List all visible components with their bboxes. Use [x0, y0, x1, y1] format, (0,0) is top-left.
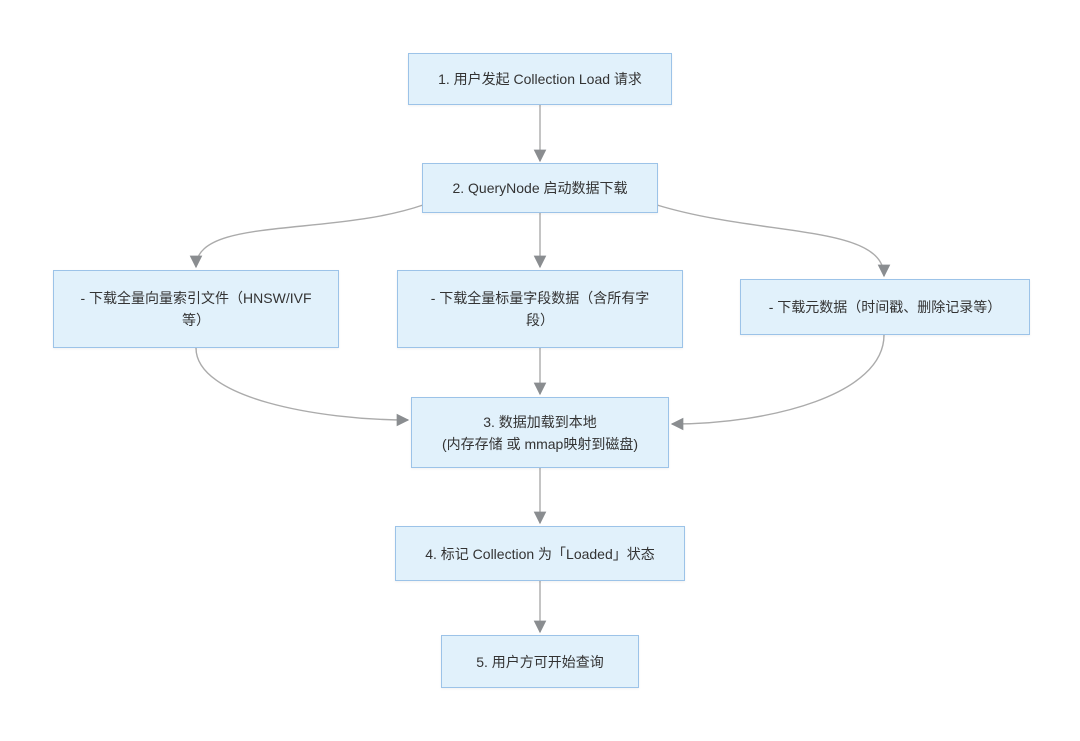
node-download-scalar-fields: - 下载全量标量字段数据（含所有字 段）	[397, 270, 683, 348]
node-step5-start-query: 5. 用户方可开始查询	[441, 635, 639, 688]
node-download-vector-index: - 下载全量向量索引文件（HNSW/IVF 等）	[53, 270, 339, 348]
edge-download-metadata-step3	[670, 334, 885, 431]
node-step4-label: 4. 标记 Collection 为「Loaded」状态	[425, 545, 655, 562]
node-step1-label: 1. 用户发起 Collection Load 请求	[438, 71, 642, 87]
node-step5-label: 5. 用户方可开始查询	[476, 653, 604, 670]
node-step3-label: 3. 数据加载到本地 (内存存储 或 mmap映射到磁盘)	[442, 413, 638, 452]
node-step2-label: 2. QueryNode 启动数据下载	[452, 180, 628, 196]
node-download-metadata: - 下载元数据（时间戳、删除记录等）	[740, 279, 1030, 335]
node-download-metadata-label: - 下载元数据（时间戳、删除记录等）	[768, 299, 1002, 315]
node-step3-data-loaded-local: 3. 数据加载到本地 (内存存储 或 mmap映射到磁盘)	[411, 397, 669, 468]
edge-step2-download-vector-index	[189, 204, 424, 269]
node-download-vector-index-label: - 下载全量向量索引文件（HNSW/IVF 等）	[80, 290, 312, 328]
node-step4-mark-loaded: 4. 标记 Collection 为「Loaded」状态	[395, 526, 685, 581]
node-step2-querynode-download: 2. QueryNode 启动数据下载	[422, 163, 658, 213]
node-step1-collection-load-request: 1. 用户发起 Collection Load 请求	[408, 53, 672, 105]
edge-download-vector-index-step3	[195, 347, 410, 427]
edge-step2-download-metadata	[656, 204, 891, 278]
node-download-scalar-fields-label: - 下载全量标量字段数据（含所有字 段）	[430, 290, 650, 328]
